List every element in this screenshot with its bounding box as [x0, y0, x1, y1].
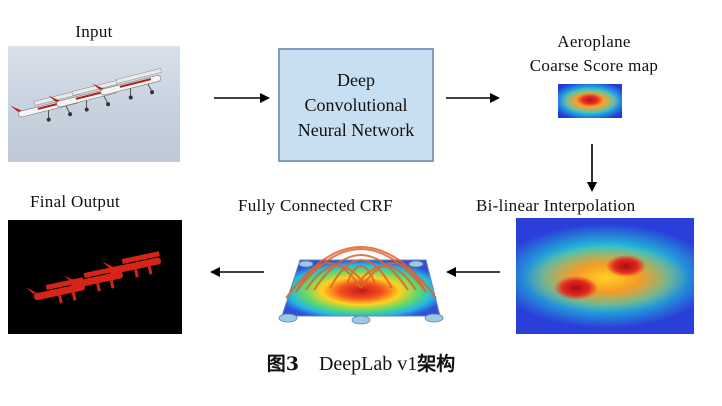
plane-mask-icon	[25, 277, 86, 304]
arrow-crf-to-final	[210, 267, 264, 277]
interpolated-score-map	[516, 218, 694, 334]
dcnn-label: Deep Convolutional Neural Network	[297, 69, 415, 140]
arrow-input-to-dcnn	[214, 93, 270, 103]
figure-number: 图3	[266, 353, 299, 375]
coarse-score-subtitle: Coarse Score map	[529, 56, 659, 75]
crf-graphic	[266, 216, 456, 330]
input-image	[8, 46, 180, 162]
crf-label: Fully Connected CRF	[238, 196, 393, 215]
segmentation-mask	[25, 251, 162, 304]
final-output-label: Final Output	[30, 192, 121, 211]
figure-title-cn: 架构	[417, 353, 456, 375]
bilinear-label: Bi-linear Interpolation	[476, 196, 636, 215]
crf-edges	[285, 246, 437, 299]
final-output-image	[8, 220, 182, 334]
plane-icon	[92, 68, 162, 100]
dcnn-box: Deep Convolutional Neural Network	[278, 48, 434, 162]
coarse-score-title: Aeroplane	[557, 32, 631, 51]
arrow-score-to-interp	[587, 144, 597, 192]
aeroplanes-photo	[10, 68, 162, 122]
figure-caption: 图3 DeepLab v1架构	[0, 352, 722, 376]
arrow-dcnn-to-score	[446, 93, 500, 103]
figure-title: DeepLab v1	[318, 353, 418, 375]
arrow-interp-to-crf	[446, 267, 500, 277]
crf-nodes	[278, 260, 444, 325]
input-label: Input	[75, 22, 113, 41]
crf-illustration	[278, 246, 444, 325]
coarse-score-map	[558, 84, 622, 118]
plane-mask-icon	[101, 251, 162, 278]
